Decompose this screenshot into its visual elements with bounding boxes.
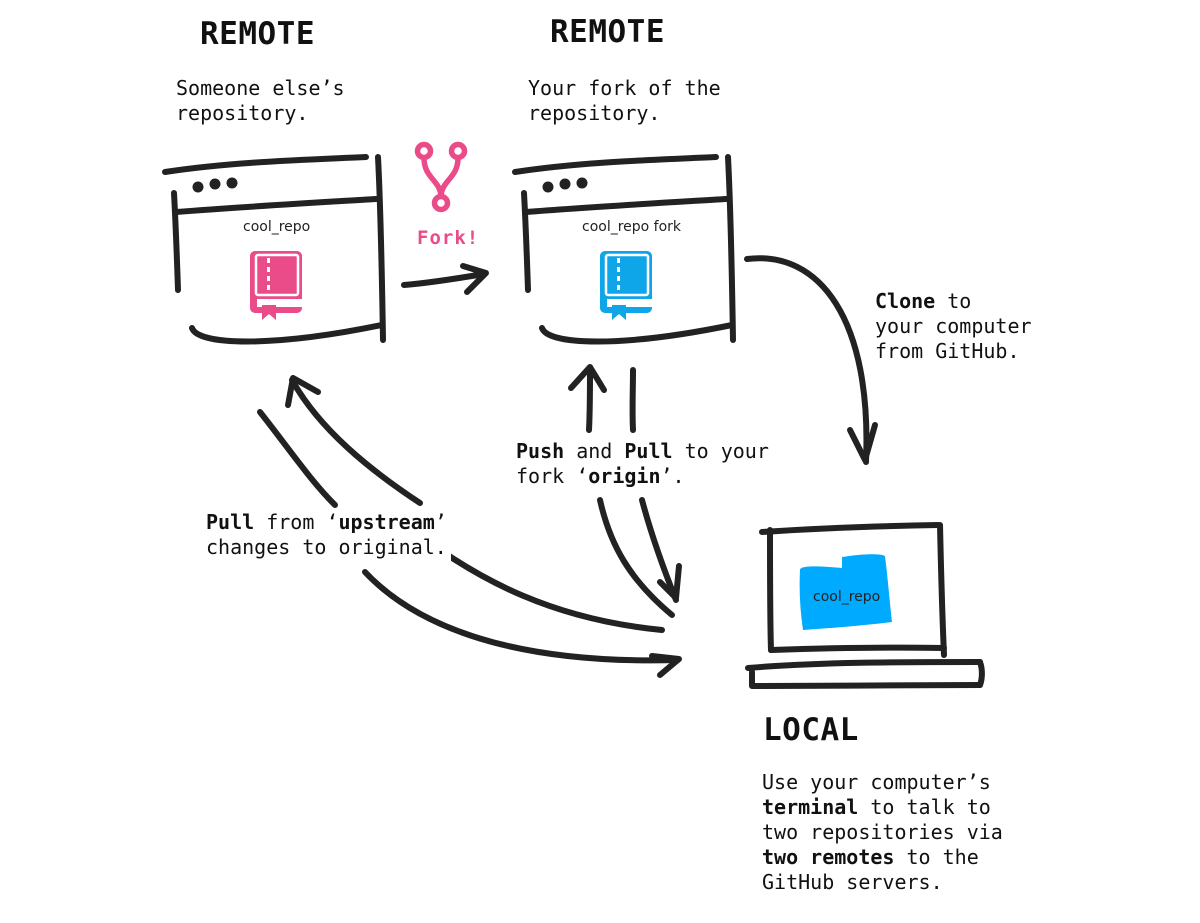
repo-book-icon (600, 251, 652, 320)
upstream-line2: changes to original. (206, 535, 447, 559)
original-repo-browser-window (162, 154, 386, 345)
local-folder-name: cool_repo (813, 589, 881, 605)
original-remote-heading: REMOTE (200, 16, 315, 52)
folder-icon (799, 554, 892, 630)
clone-line3: from GitHub. (875, 339, 1020, 363)
push-pull-rest: to your (672, 439, 769, 463)
fork-window-dots (542, 177, 588, 193)
upstream-from: from ‘ (254, 510, 339, 534)
original-repo-name: cool_repo (243, 219, 311, 235)
local-description: Use your computer’s terminal to talk to … (762, 770, 1003, 895)
local-line4-rest: to the (894, 845, 979, 869)
clone-line2: your computer (875, 314, 1032, 338)
push-pull-and: and (564, 439, 625, 463)
upstream-return-arrow (285, 375, 665, 633)
clone-note: Clone to your computer from GitHub. (875, 289, 1032, 364)
original-remote-description: Someone else’s repository. (176, 76, 345, 125)
fork-remote-description: Your fork of the repository. (528, 76, 721, 125)
upstream-pull-keyword: Pull (206, 510, 255, 534)
local-heading: LOCAL (763, 712, 859, 748)
clone-keyword: Clone (875, 289, 936, 313)
two-remotes-keyword: two remotes (762, 845, 895, 869)
local-line3: two repositories via (762, 820, 1003, 844)
pull-arrow (629, 367, 682, 603)
fork-repo-name: cool_repo fork (582, 219, 682, 235)
fork-arrow (401, 263, 489, 295)
origin-suffix: ’. (660, 464, 685, 488)
local-line1: Use your computer’s (762, 770, 991, 794)
fork-remote-heading: REMOTE (550, 14, 665, 50)
repo-book-icon (250, 251, 302, 320)
original-window-dots (192, 177, 238, 193)
push-arrow (568, 364, 675, 618)
fork-action-label: Fork! (417, 227, 480, 249)
git-fork-icon (414, 141, 468, 213)
local-line5: GitHub servers. (762, 870, 943, 894)
terminal-keyword: terminal (762, 795, 859, 819)
push-pull-note: Push and Pull to your fork ‘origin’. (512, 437, 773, 491)
upstream-keyword: upstream (338, 510, 435, 534)
clone-line1-rest: to (935, 289, 972, 313)
origin-keyword: origin (588, 464, 661, 488)
upstream-note: Pull from ‘upstream’ changes to original… (202, 508, 451, 562)
pull-keyword: Pull (624, 439, 673, 463)
upstream-pull-arrow (257, 409, 682, 678)
clone-arrow (744, 255, 878, 465)
laptop (745, 522, 985, 689)
push-keyword: Push (516, 439, 565, 463)
local-line2-rest: to talk to (858, 795, 991, 819)
origin-prefix: fork ‘ (516, 464, 589, 488)
fork-repo-browser-window (512, 154, 736, 345)
upstream-close-quote: ’ (434, 510, 447, 534)
